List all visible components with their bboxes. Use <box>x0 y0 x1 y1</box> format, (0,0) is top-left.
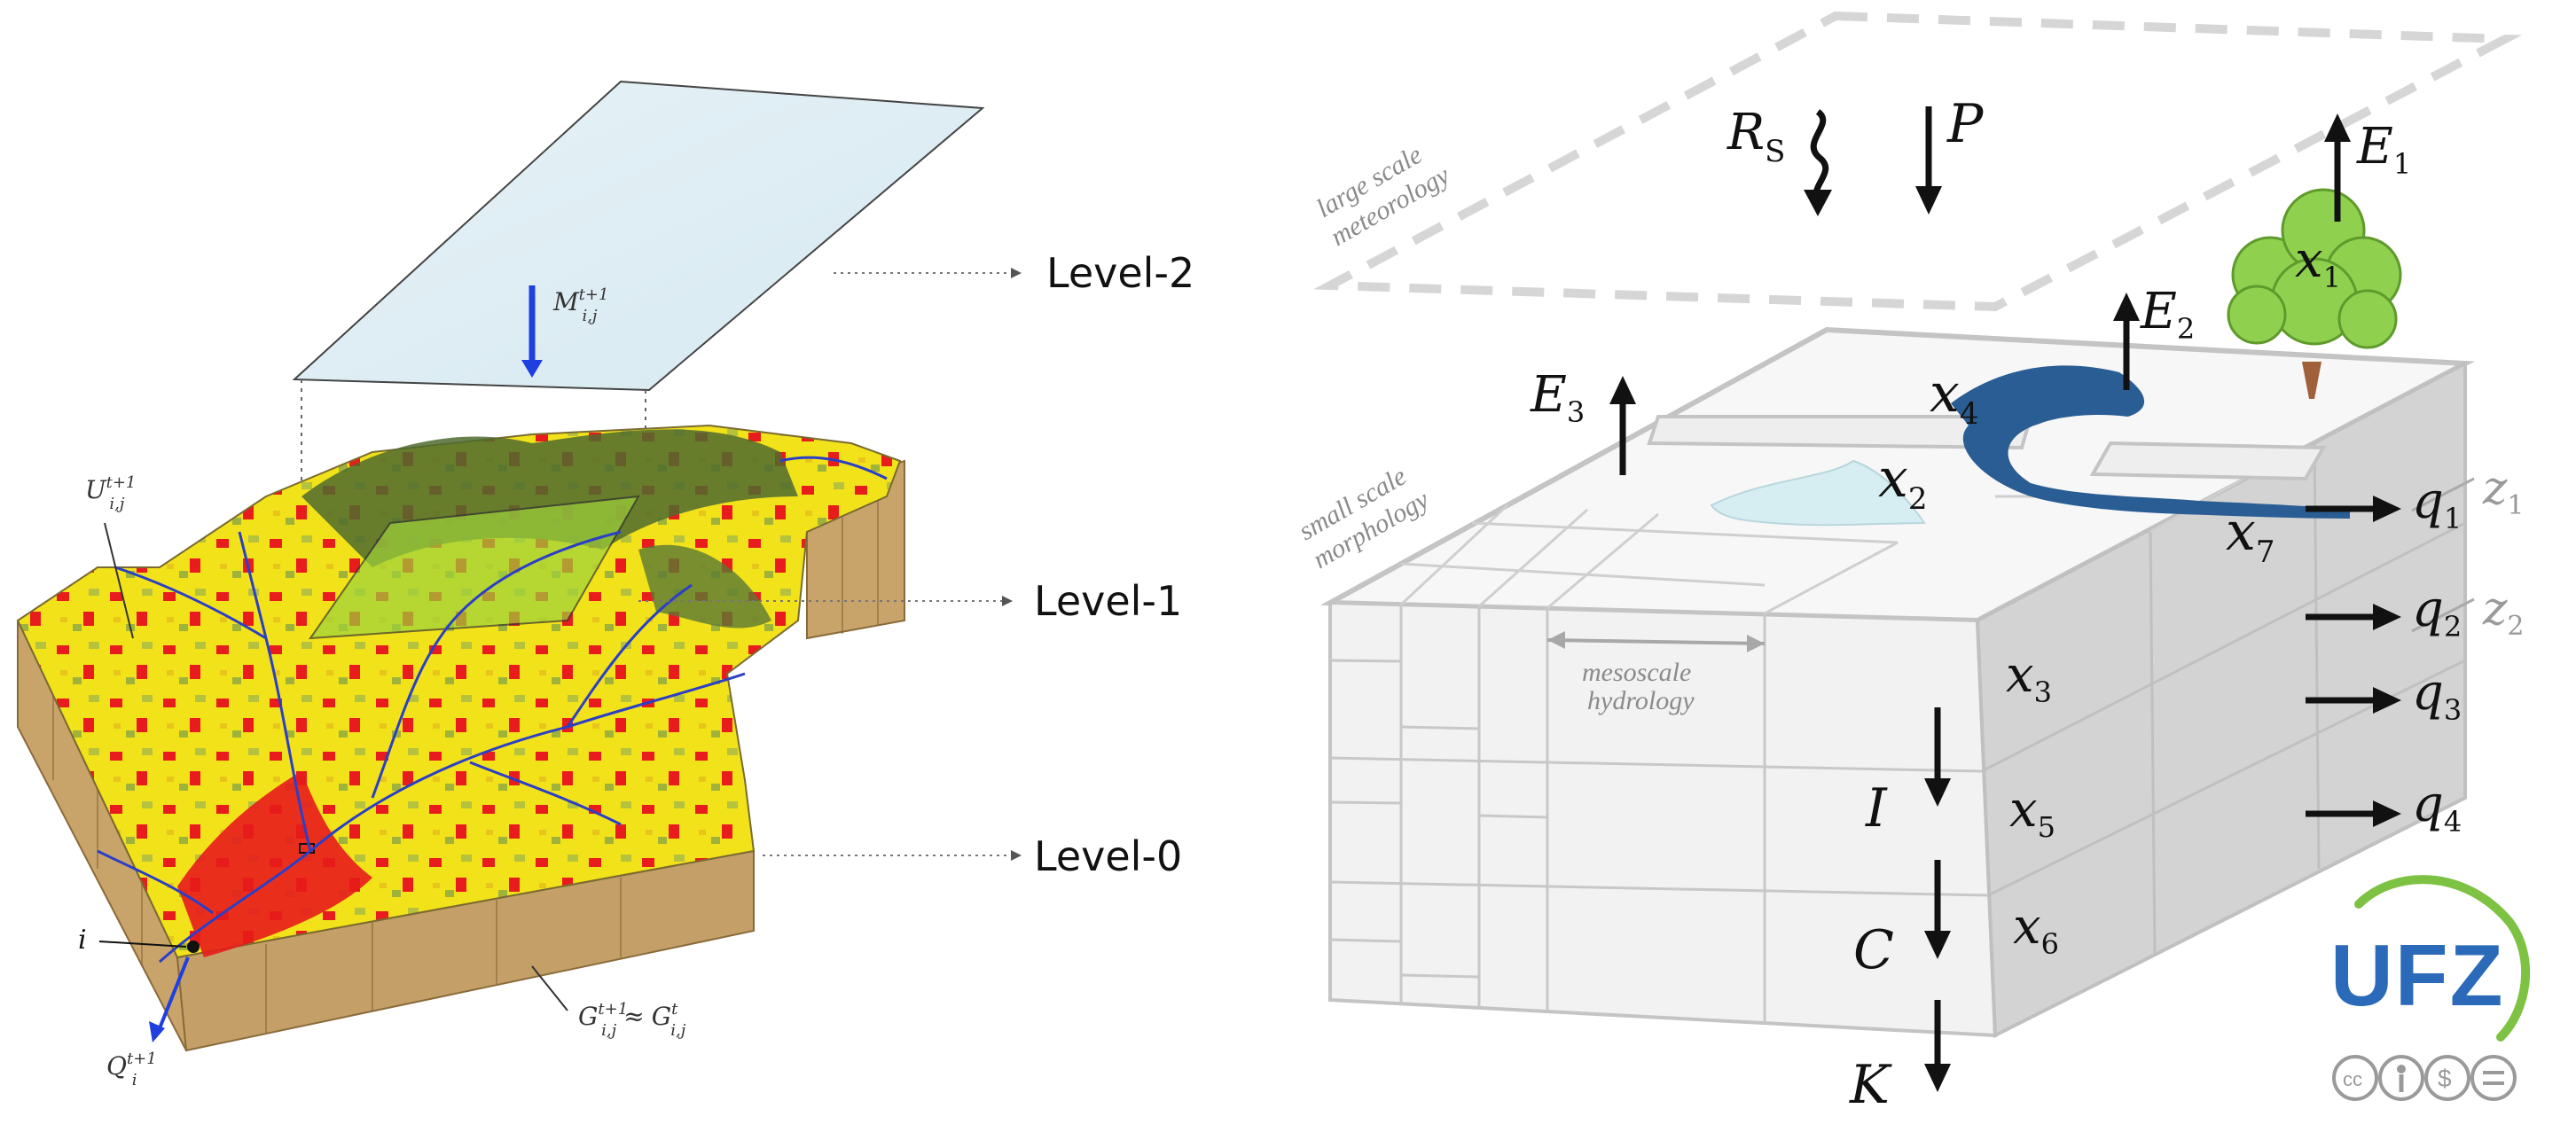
discharge-arrow <box>158 956 190 1029</box>
symbol-Rs: RS <box>1726 104 1785 169</box>
z2-tick <box>2411 597 2475 633</box>
ufz-logo: UFZ <box>2330 875 2531 1042</box>
symbol-i: i <box>78 925 87 956</box>
symbol-q4: q4 <box>2412 776 2462 839</box>
symbol-K: K <box>1849 1054 1892 1116</box>
mesoscale-dimension-line <box>1546 638 1766 645</box>
level-0-label: Level-0 <box>1034 832 1182 880</box>
symbol-I: I <box>1865 777 1888 839</box>
mesoscale-label-2: hydrology <box>1587 686 1695 715</box>
lake <box>1951 365 2350 519</box>
by-icon-head <box>2397 1065 2406 1073</box>
tree-trunk <box>2302 362 2322 399</box>
tree-crown <box>2227 188 2402 349</box>
symbol-x1: x1 <box>2295 231 2341 294</box>
symbol-z1: z1 <box>2482 462 2525 521</box>
discharge-arrowhead <box>149 1021 165 1042</box>
symbol-x6: x6 <box>2013 898 2059 961</box>
cc-icon <box>2332 1055 2378 1101</box>
nd-icon <box>2470 1055 2517 1101</box>
raised-tile <box>1647 415 2033 450</box>
mesoscale-arrow-left <box>1547 631 1565 649</box>
z1-tick <box>2411 477 2475 512</box>
pointer-U <box>104 522 134 639</box>
flux-arrows <box>1619 106 2382 1073</box>
symbol-q1: q1 <box>2412 472 2462 535</box>
level-pointers <box>638 268 1022 861</box>
large-scale-plane <box>1313 11 2523 312</box>
outlet-point <box>187 941 200 953</box>
raised-tile <box>2089 441 2327 481</box>
flux-arrowheads <box>1609 113 2401 1092</box>
symbol-z2: z2 <box>2482 582 2525 642</box>
right-panel: large scale meteorology <box>1294 11 2531 1116</box>
by-icon <box>2378 1055 2424 1101</box>
nc-icon-text: $ <box>2438 1065 2452 1092</box>
symbol-E1: E1 <box>2356 118 2411 181</box>
symbol-E3: E3 <box>1530 366 1585 429</box>
block-side-grid <box>1981 442 2466 954</box>
nc-icon <box>2424 1055 2470 1101</box>
symbol-P: P <box>1946 93 1985 155</box>
symbol-E2: E2 <box>2140 283 2195 346</box>
symbol-x3: x3 <box>2006 646 2052 709</box>
snow-patch <box>1710 459 1926 527</box>
cc-license-icons <box>2332 1055 2517 1101</box>
ufz-logo-text: UFZ <box>2330 926 2505 1024</box>
symbol-q3: q3 <box>2412 664 2462 727</box>
level1-cell <box>308 495 640 640</box>
symbol-q2: q2 <box>2412 581 2462 644</box>
level-1-label: Level-1 <box>1034 577 1182 625</box>
symbol-x2: x2 <box>1878 448 1927 517</box>
cc-icon-text: cc <box>2343 1068 2362 1090</box>
block-top-grid <box>1399 477 2244 615</box>
ufz-logo-arc <box>2354 875 2531 1042</box>
block-front-grid <box>1329 605 1989 1021</box>
level2-plane <box>292 80 985 392</box>
pointer-i <box>98 941 187 948</box>
mesoscale-arrow-right <box>1747 635 1765 652</box>
level-2-label: Level-2 <box>1046 249 1194 297</box>
symbol-x7: x7 <box>2226 501 2275 570</box>
mountain-ridge <box>638 544 771 628</box>
river-network <box>97 456 888 964</box>
mesoscale-label-1: mesoscale <box>1582 658 1691 687</box>
pointer-G <box>531 965 568 1011</box>
symbol-x4: x4 <box>1930 363 1978 432</box>
symbol-x5: x5 <box>2009 781 2055 844</box>
symbol-C: C <box>1853 919 1894 981</box>
meteo-forcing-arrowhead <box>521 360 543 378</box>
